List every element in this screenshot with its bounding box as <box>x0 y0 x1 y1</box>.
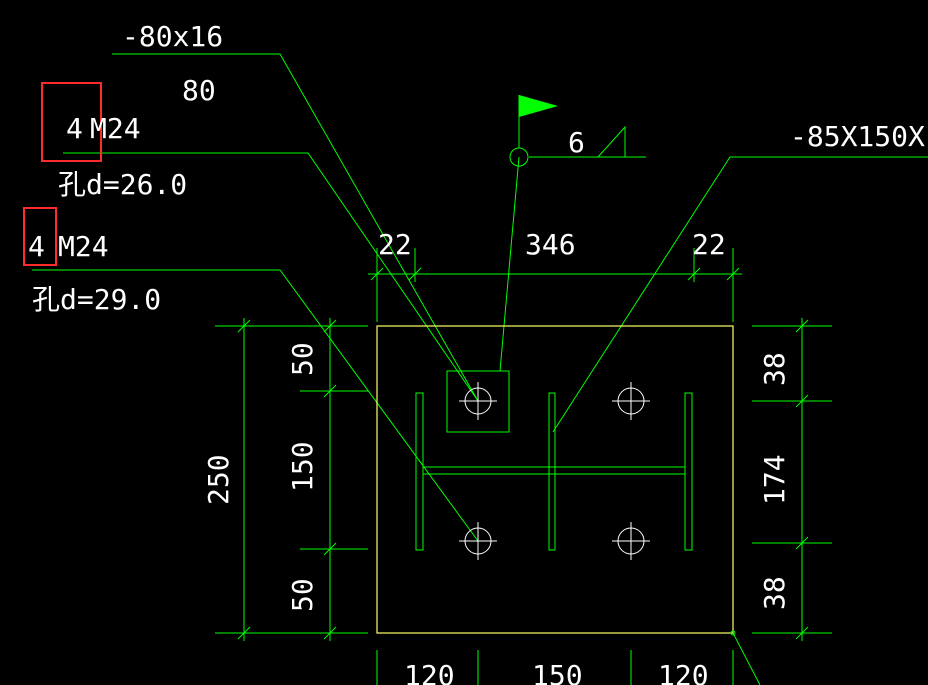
leader-bolt1 <box>63 152 479 402</box>
dim-text-right-mid: 174 <box>758 454 791 505</box>
tick <box>726 267 740 281</box>
label-bolt2-qty: 4 <box>28 230 45 263</box>
label-bolt1-hole: 孔d=26.0 <box>58 168 187 201</box>
dim-text-left-mid: 150 <box>286 441 319 492</box>
bolt-hole <box>459 522 497 560</box>
tick <box>323 542 337 556</box>
dim-text-left-bottom: 50 <box>286 578 319 612</box>
dim-text-top-mid: 346 <box>525 228 576 261</box>
leader-plate-top <box>112 53 479 402</box>
leader-lines <box>32 53 928 685</box>
web <box>422 466 686 475</box>
label-plate-top: -80x16 <box>122 20 223 53</box>
label-bolt2-size: M24 <box>58 230 109 263</box>
label-bolt1-size: M24 <box>90 112 141 145</box>
tick <box>237 626 251 640</box>
highlight-box-1 <box>41 82 102 162</box>
dim-text-bottom-mid: 150 <box>532 659 583 685</box>
bolt-hole <box>459 382 497 420</box>
label-plate-top-width: 80 <box>182 74 216 107</box>
bolt-hole <box>612 522 650 560</box>
tick <box>370 267 384 281</box>
bolt-holes <box>459 382 650 560</box>
tick <box>795 394 809 408</box>
tick <box>687 267 701 281</box>
leader-weld <box>499 156 520 372</box>
column-section <box>415 370 693 551</box>
tick <box>795 626 809 640</box>
label-rib-plate: -85X150X <box>790 120 925 153</box>
dimension-lines <box>215 248 832 685</box>
dim-text-bottom-right: 120 <box>658 659 709 685</box>
washer-plate <box>446 370 510 433</box>
annotation-texts: -80x16 80 4 M24 孔d=26.0 4 M24 孔d=29.0 -8… <box>28 20 925 685</box>
label-bolt1-qty: 4 <box>66 112 83 145</box>
leader-bolt2 <box>32 269 479 542</box>
dim-text-bottom-left: 120 <box>404 659 455 685</box>
highlight-box-2 <box>23 207 57 266</box>
tick <box>323 384 337 398</box>
base-plate <box>376 325 734 634</box>
label-bolt2-hole: 孔d=29.0 <box>32 283 161 316</box>
dim-text-right-top: 38 <box>758 352 791 386</box>
tick <box>323 319 337 333</box>
tick <box>795 319 809 333</box>
dim-text-right-bottom: 38 <box>758 576 791 610</box>
rib-stiffener <box>548 392 556 551</box>
tick <box>408 267 422 281</box>
leader-bottom-right <box>732 632 761 685</box>
fillet-weld-symbol <box>597 125 626 158</box>
dim-text-left-total: 250 <box>202 454 235 505</box>
weld-flag <box>519 95 558 117</box>
bolt-hole <box>612 382 650 420</box>
flange-right <box>684 392 693 551</box>
tick <box>795 536 809 550</box>
flange-left <box>415 392 424 551</box>
base-plate-corner-marker <box>730 630 736 636</box>
label-weld-size: 6 <box>568 126 585 159</box>
dim-text-left-top: 50 <box>286 342 319 376</box>
tick <box>237 319 251 333</box>
dim-text-top-right: 22 <box>692 228 726 261</box>
leader-rib <box>552 156 928 433</box>
dim-text-top-left: 22 <box>378 228 412 261</box>
tick <box>323 626 337 640</box>
